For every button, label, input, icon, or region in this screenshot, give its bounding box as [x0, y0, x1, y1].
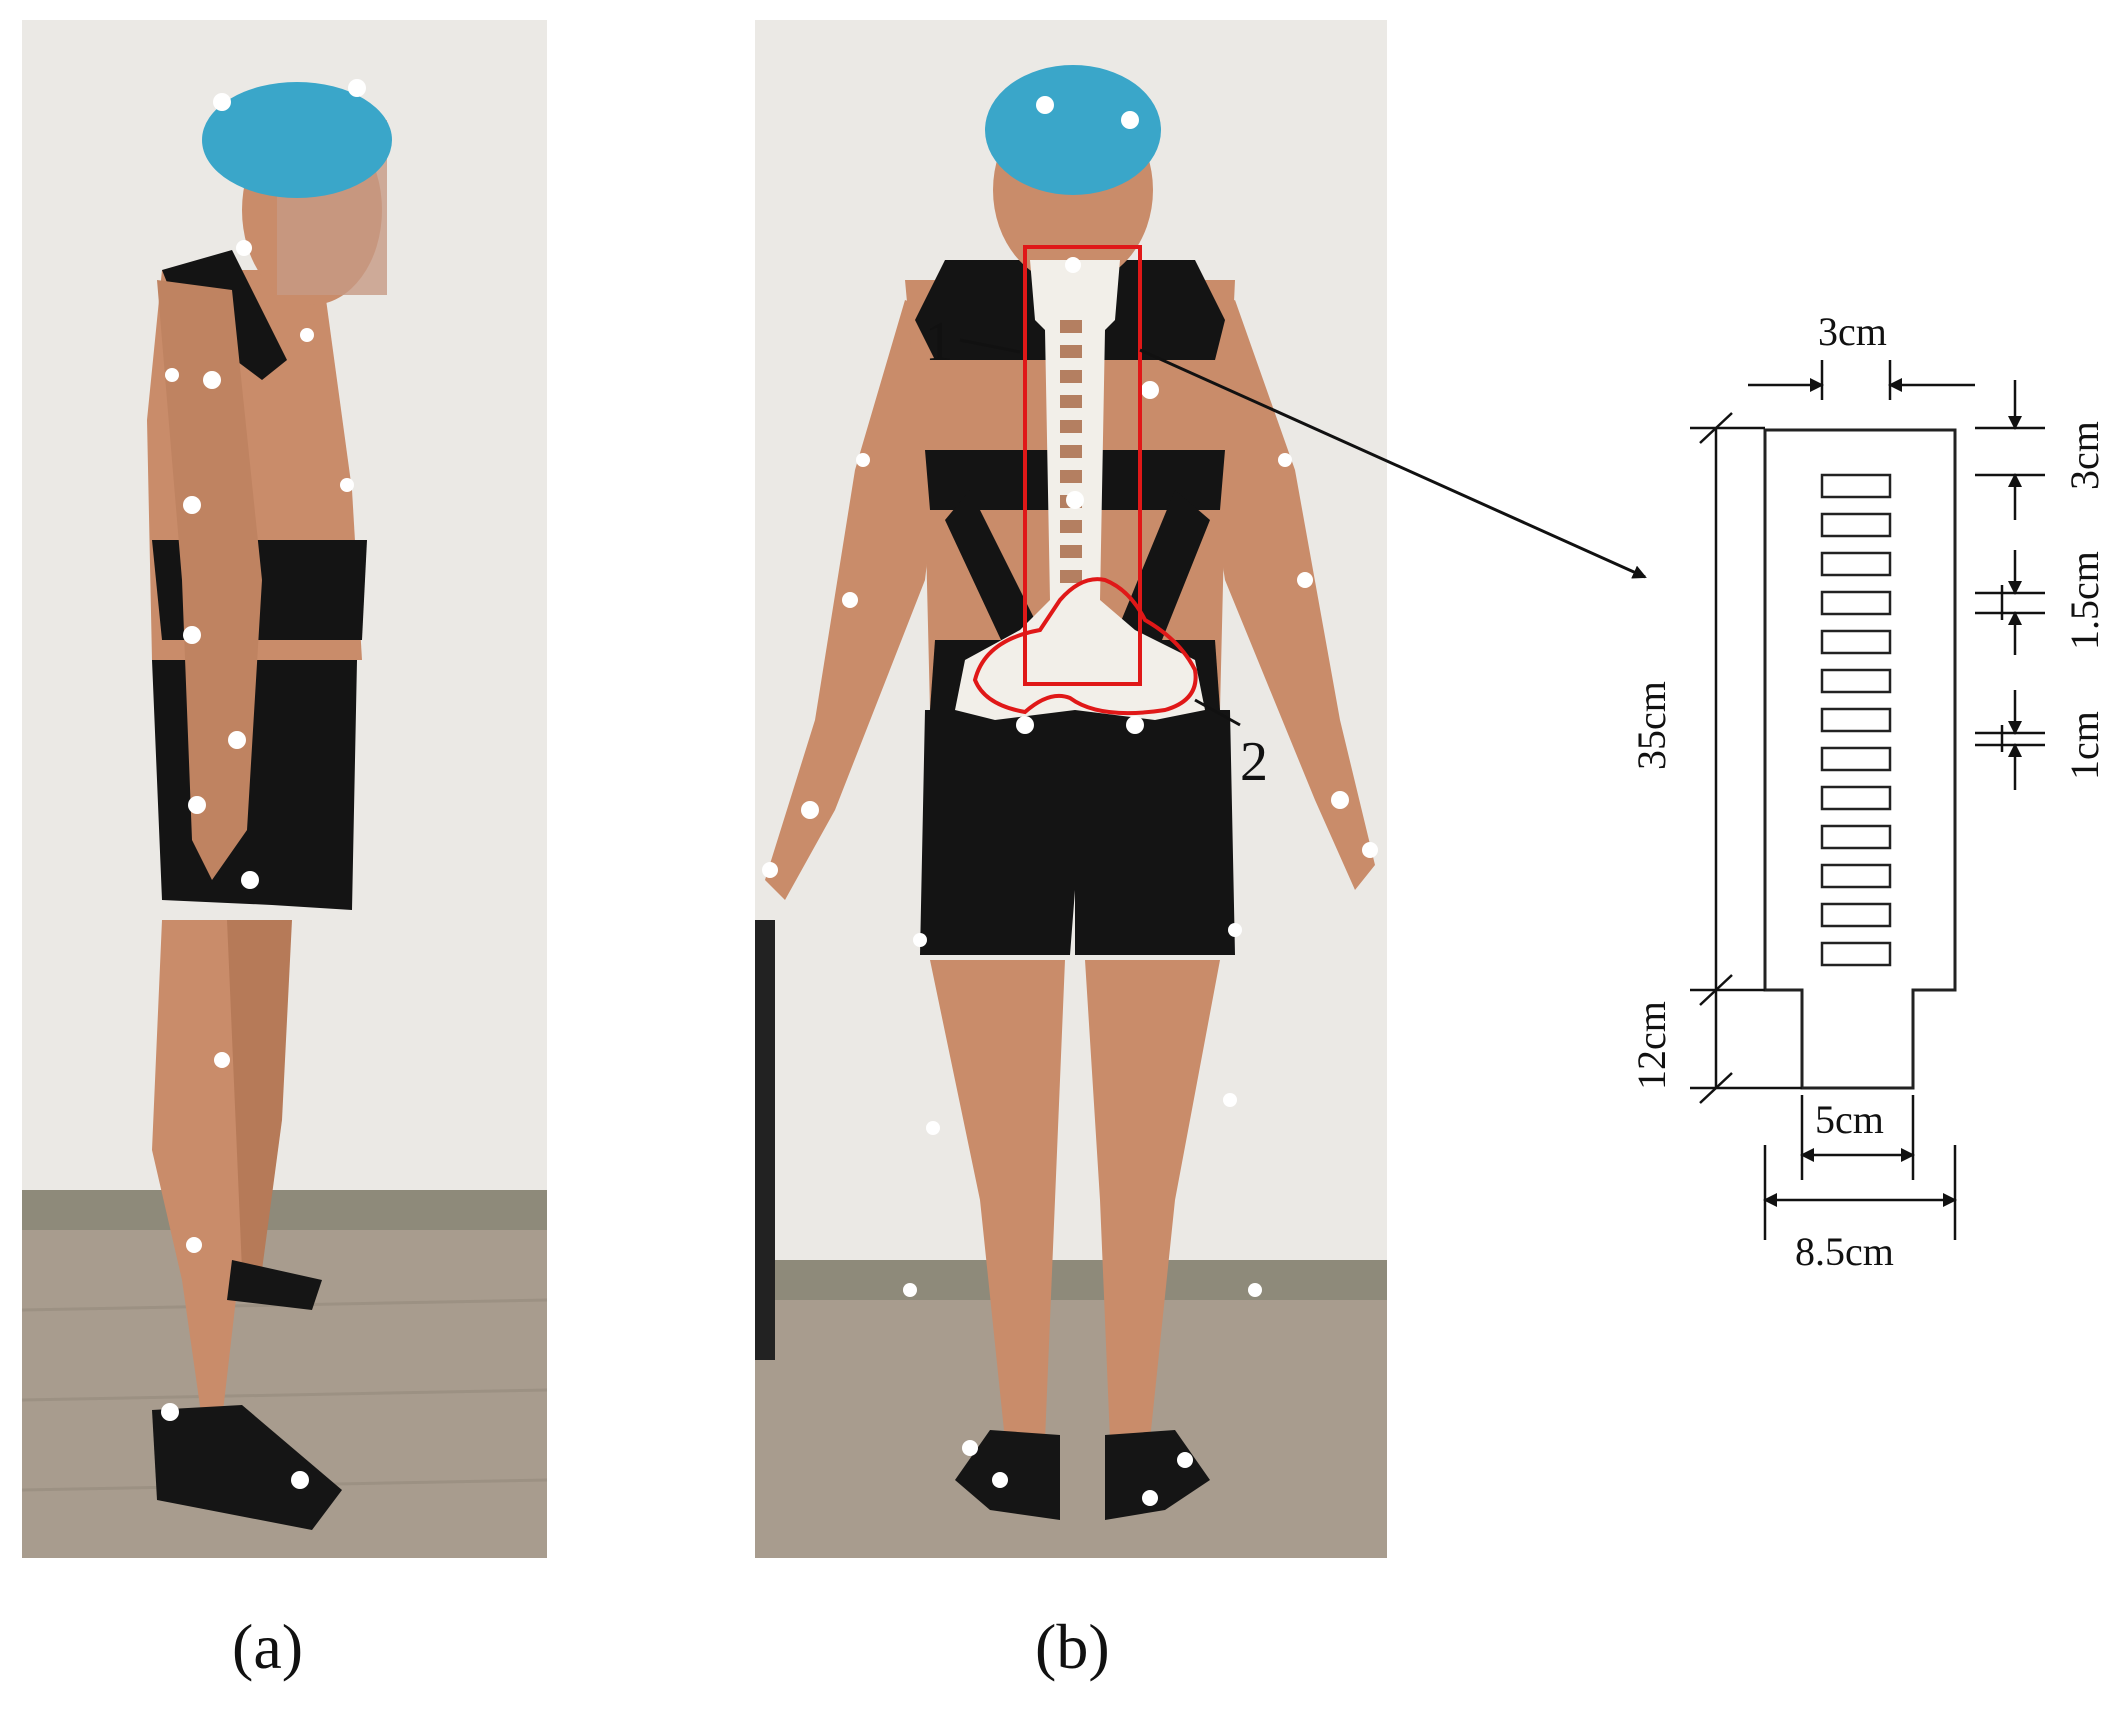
- dim-base-width-label: 8.5cm: [1795, 1229, 1894, 1274]
- dim-slot-height: [1975, 690, 2045, 790]
- dim-upper-length: [1690, 412, 1765, 1006]
- dim-upper-length-label: 35cm: [1629, 681, 1674, 770]
- dim-top-width-label: 3cm: [1818, 309, 1887, 354]
- dim-slot-top-label: 3cm: [2062, 421, 2107, 490]
- dim-slot-height-label: 1cm: [2062, 711, 2107, 780]
- brace-outline: [1763, 428, 1957, 1090]
- side-view-photo: [22, 20, 547, 1558]
- back-view-photo: [755, 20, 1387, 1558]
- dim-base-width: [1763, 1145, 1957, 1240]
- dim-neck-width: [1800, 1095, 1915, 1180]
- slot-group: [1820, 473, 1892, 967]
- dim-lower-length: [1690, 990, 1802, 1104]
- dim-slot-spacing-label: 1.5cm: [2062, 551, 2107, 650]
- dim-slot-spacing: [1975, 550, 2045, 655]
- caption-a: (a): [232, 1611, 304, 1682]
- dim-slot-top: [1975, 380, 2045, 520]
- dim-lower-length-label: 12cm: [1629, 1001, 1674, 1090]
- caption-b: (b): [1035, 1611, 1110, 1682]
- dim-neck-width-label: 5cm: [1815, 1097, 1884, 1142]
- dim-top-width: [1748, 360, 1975, 400]
